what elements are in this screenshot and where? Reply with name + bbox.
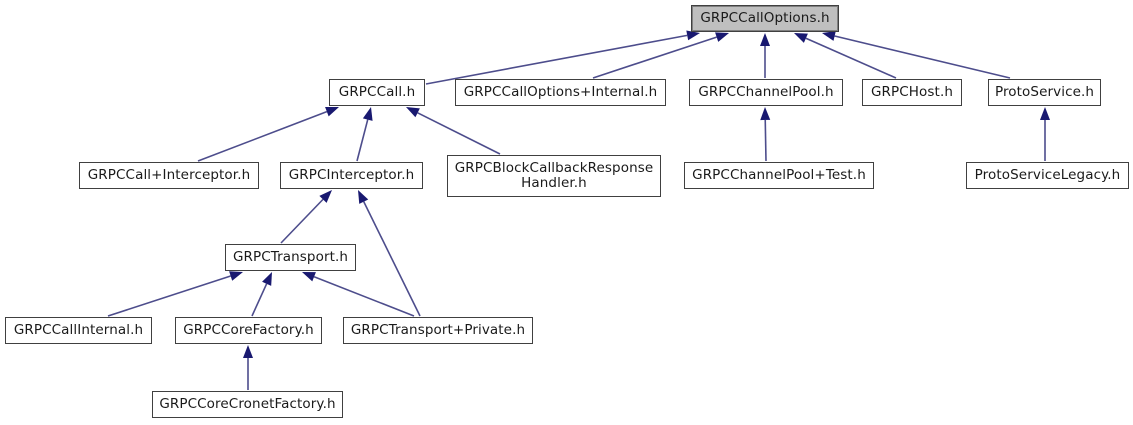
graph-edge: [764, 119, 767, 162]
graph-edge-arrowhead: [362, 107, 373, 121]
graph-node-protoservicelegacy-h[interactable]: ProtoServiceLegacy.h: [966, 162, 1129, 189]
graph-edge: [834, 35, 1011, 79]
graph-node-grpchost-h[interactable]: GRPCHost.h: [862, 79, 962, 106]
graph-edge: [417, 112, 501, 155]
graph-node-grpcchannelpool-h[interactable]: GRPCChannelPool.h: [689, 79, 843, 106]
graph-edge-arrowhead: [325, 106, 339, 117]
graph-edge-arrowhead: [822, 31, 836, 41]
graph-node-grpcinterceptor-h[interactable]: GRPCInterceptor.h: [280, 162, 423, 189]
graph-node-grpcblockcallbackresponsehandler-h[interactable]: GRPCBlockCallbackResponse Handler.h: [447, 155, 661, 197]
graph-node-grpcchannelpool+test-h[interactable]: GRPCChannelPool+Test.h: [684, 162, 874, 189]
graph-edge-arrowhead: [358, 190, 369, 204]
graph-edge-arrowhead: [406, 107, 420, 118]
graph-node-grpccorefactory-h[interactable]: GRPCCoreFactory.h: [175, 317, 322, 344]
graph-node-grpccall-h[interactable]: GRPCCall.h: [329, 79, 425, 106]
graph-node-grpccorecronetfactory-h[interactable]: GRPCCoreCronetFactory.h: [152, 391, 343, 418]
graph-edge: [425, 34, 688, 85]
graph-edge-arrowhead: [243, 345, 253, 358]
graph-node-grpccallinternal-h[interactable]: GRPCCallInternal.h: [5, 317, 152, 344]
graph-edge-arrowhead: [794, 33, 808, 43]
graph-edge: [251, 283, 268, 317]
graph-node-protoservice-h[interactable]: ProtoService.h: [988, 79, 1101, 106]
graph-edge-arrowhead: [1040, 107, 1050, 120]
graph-edge-arrowhead: [760, 33, 770, 46]
graph-node-grpccall+interceptor-h[interactable]: GRPCCall+Interceptor.h: [79, 162, 259, 189]
graph-edge-arrowhead: [302, 272, 316, 282]
graph-edge: [280, 198, 324, 244]
graph-node-grpctransport+private-h[interactable]: GRPCTransport+Private.h: [343, 317, 533, 344]
graph-node-grpctransport-h[interactable]: GRPCTransport.h: [225, 244, 356, 271]
graph-edge: [107, 275, 231, 317]
graph-edge: [197, 110, 328, 162]
graph-edge-arrowhead: [715, 32, 729, 42]
graph-edge-arrowhead: [229, 271, 243, 281]
graph-edge: [592, 36, 717, 79]
graph-edge: [313, 276, 415, 317]
graph-edge-arrowhead: [262, 272, 272, 286]
graph-edge-arrowhead: [319, 190, 332, 203]
graph-edge: [356, 119, 369, 162]
graph-edge: [363, 201, 421, 317]
graph-node-grpccalloptions-h[interactable]: GRPCCallOptions.h: [691, 5, 839, 32]
graph-edge: [805, 37, 897, 79]
graph-node-grpccalloptions+internal-h[interactable]: GRPCCallOptions+Internal.h: [455, 79, 666, 106]
graph-edge-arrowhead: [760, 107, 771, 121]
